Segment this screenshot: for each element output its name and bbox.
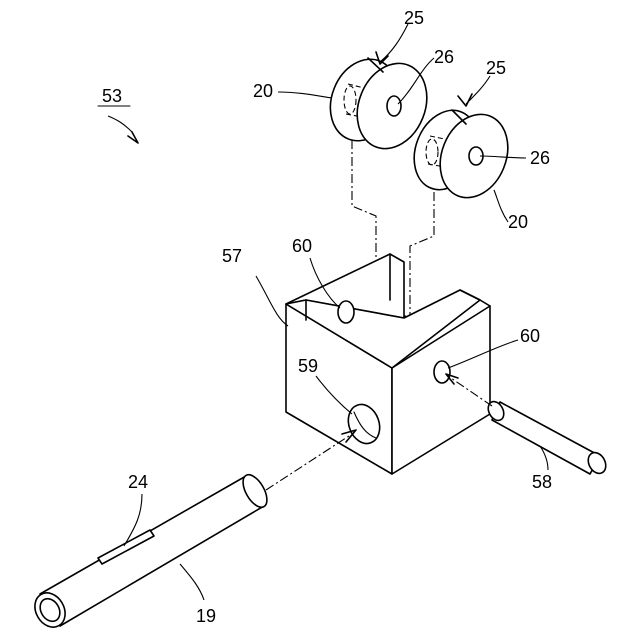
label-bracket: 57 — [222, 246, 242, 266]
tube — [29, 430, 356, 633]
assembly-leader — [108, 116, 132, 132]
tube-body — [40, 476, 264, 626]
label-roller-left: 20 — [253, 81, 273, 101]
label-slot: 24 — [128, 472, 148, 492]
label-assembly: 53 — [102, 86, 122, 106]
label-bore-right: 26 — [530, 148, 550, 168]
label-groove-left: 25 — [404, 8, 424, 28]
bracket-side-hole — [434, 361, 450, 383]
leader-tube — [180, 564, 204, 600]
leader-roller-right — [494, 190, 508, 222]
leader-roller-left — [278, 92, 332, 98]
label-tube: 19 — [196, 606, 216, 626]
label-bore-left: 26 — [434, 47, 454, 67]
pin-body — [492, 402, 600, 474]
label-roller-right: 20 — [508, 212, 528, 232]
label-front-hole: 59 — [298, 356, 318, 376]
label-upper-hole: 60 — [292, 236, 312, 256]
leader-groove-left — [380, 24, 408, 62]
label-side-hole: 60 — [520, 326, 540, 346]
label-pin: 58 — [532, 472, 552, 492]
roller-left-bore — [387, 96, 401, 116]
label-groove-right: 25 — [486, 58, 506, 78]
bracket-upper-hole — [338, 301, 354, 323]
tube-axis-line — [266, 434, 352, 490]
assembly-arrowhead — [128, 132, 138, 143]
leader-bracket — [256, 276, 288, 326]
assembly-marker — [98, 106, 138, 143]
